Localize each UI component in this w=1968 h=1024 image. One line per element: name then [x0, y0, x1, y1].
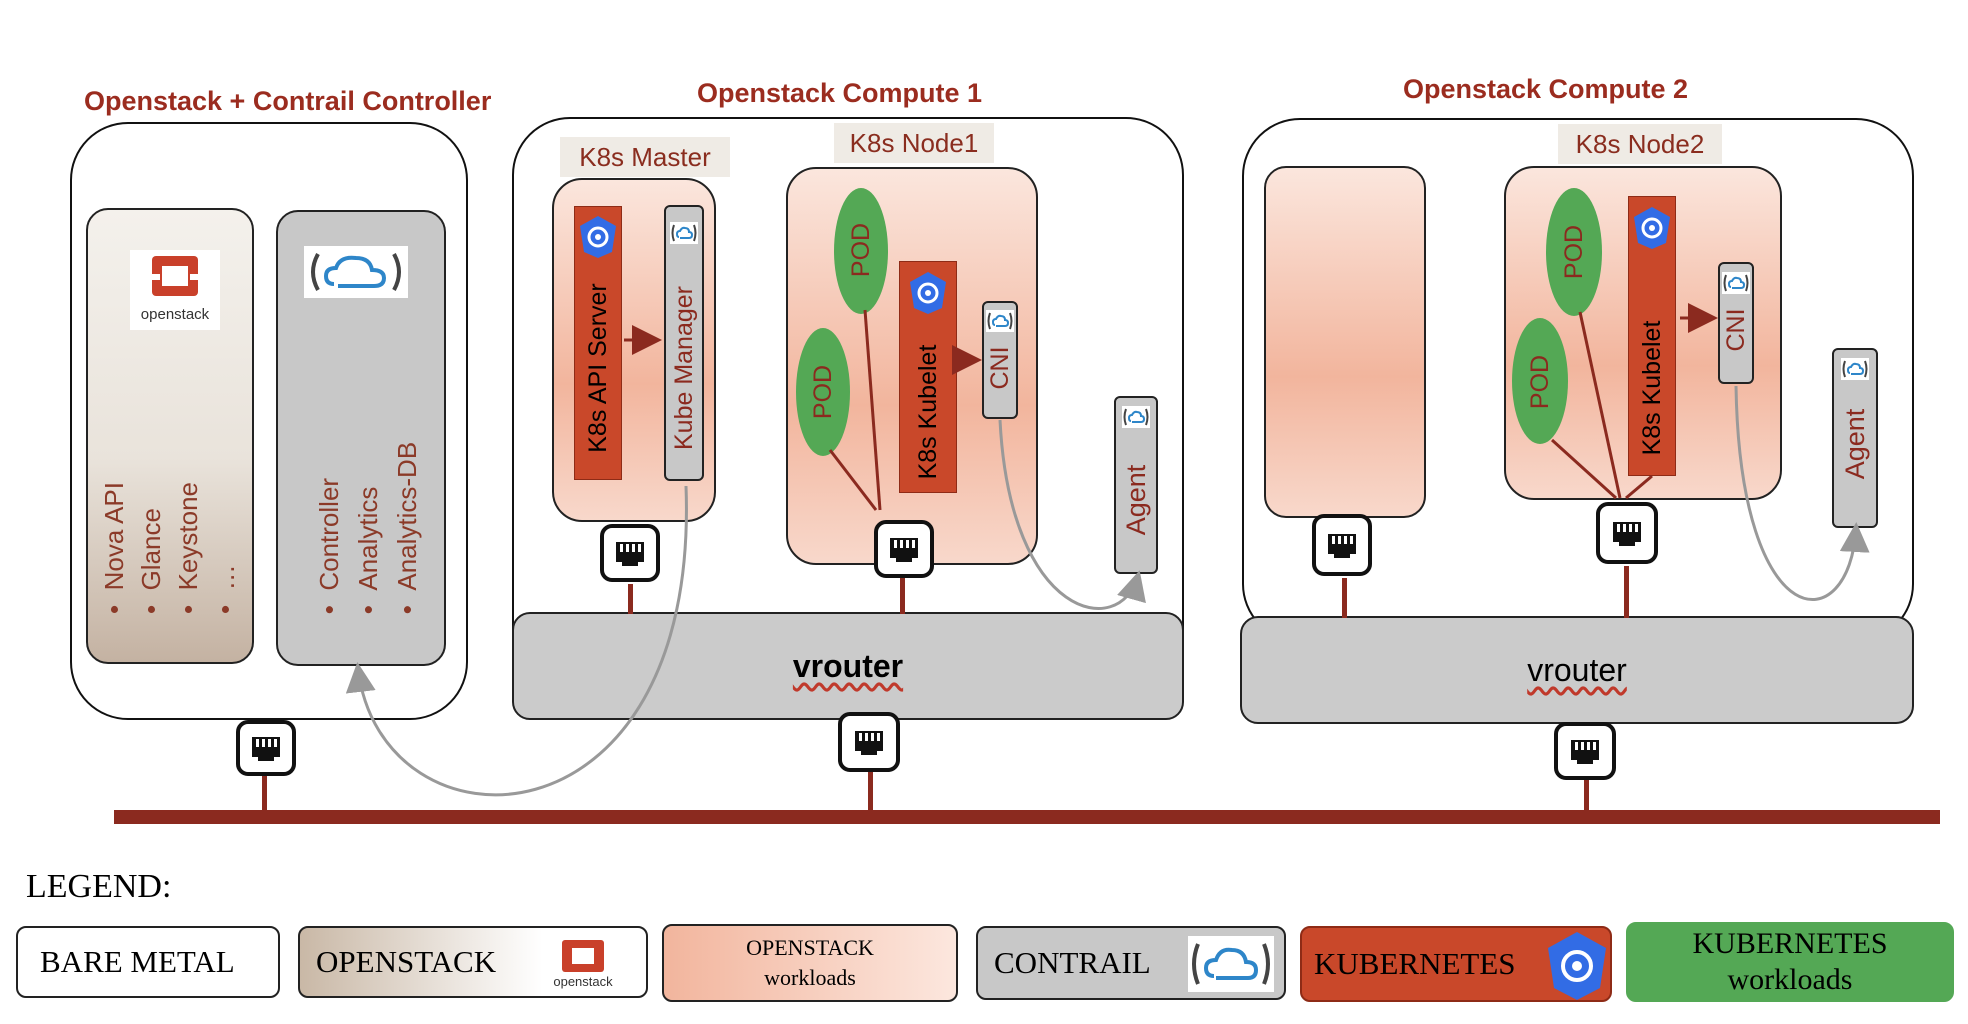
nic-compute2-vm	[1312, 514, 1372, 576]
contrail-mini-icon-2	[986, 310, 1014, 332]
legend-contrail: CONTRAIL	[976, 926, 1286, 1000]
openstack-icon	[562, 940, 604, 972]
agent-bar-compute2	[1832, 348, 1878, 528]
vrouter-compute1: vrouter	[512, 612, 1184, 720]
contrail-mini-icon-5	[1841, 358, 1869, 380]
pod-4	[1512, 318, 1568, 444]
k8s-helm-icon	[578, 214, 618, 260]
ethernet-port-icon	[1328, 534, 1356, 558]
pod-1	[834, 188, 888, 314]
cni-to-agent-arrow-compute1	[998, 419, 1146, 610]
legend-openstack: OPENSTACK openstack	[298, 926, 648, 998]
kubelet2-link	[1625, 474, 1653, 500]
kube-manager-bar	[664, 205, 704, 481]
nic-k8s-master	[600, 524, 660, 582]
ethernet-port-icon	[252, 737, 280, 761]
drop-master-nic	[628, 584, 633, 614]
contrail-icon	[987, 312, 1013, 330]
kubernetes-icon	[1548, 932, 1606, 1000]
legend-openstack-icon: openstack	[540, 936, 626, 992]
compute2-title: Openstack Compute 2	[1403, 74, 1689, 104]
ethernet-port-icon	[1613, 522, 1641, 546]
ethernet-port-icon	[616, 542, 644, 566]
legend-bare-metal: BARE METAL	[16, 926, 280, 998]
contrail-icon	[1842, 360, 1868, 378]
drop-controller	[262, 770, 267, 814]
drop-compute2	[1584, 780, 1589, 814]
contrail-logo	[304, 246, 408, 298]
legend-bare-metal-label: BARE METAL	[40, 944, 235, 979]
contrail-icon	[1123, 408, 1149, 426]
drop-vm2-nic	[1342, 578, 1347, 618]
vrouter-label-compute2: vrouter	[1527, 651, 1627, 688]
legend-contrail-label: CONTRAIL	[994, 945, 1151, 980]
drop-node2-nic	[1624, 566, 1629, 618]
legend-openstack-workloads: OPENSTACK workloads	[662, 924, 958, 1002]
legend-kubernetes: KUBERNETES	[1300, 926, 1612, 1002]
controller-title: Openstack + Contrail Controller	[84, 86, 492, 116]
vrouter-label-compute1: vrouter	[792, 647, 904, 684]
contrail-mini-icon-3	[1122, 406, 1150, 428]
contrail-icon	[671, 224, 697, 242]
pod-3	[1546, 188, 1602, 316]
pod-2	[796, 328, 850, 456]
k8s-helm-icon-node1	[908, 270, 948, 316]
legend-kubernetes-icon	[1546, 930, 1608, 1002]
legend-openstack-logo-text: openstack	[553, 974, 613, 989]
physical-network-bus	[114, 810, 1940, 824]
cni-to-agent-arrow-compute2	[1734, 385, 1870, 601]
k8s-node2-label: K8s Node2	[1558, 124, 1722, 164]
drop-compute1	[868, 772, 873, 814]
ethernet-port-icon	[855, 731, 883, 755]
pod3-link	[1578, 311, 1622, 499]
nic-controller	[236, 720, 296, 776]
manager-to-controller-arrow	[345, 485, 688, 797]
openstack-logo: openstack	[130, 250, 220, 330]
legend-kubernetes-label: KUBERNETES	[1314, 946, 1516, 981]
legend-heading: LEGEND:	[26, 868, 172, 905]
legend-kubernetes-workloads: KUBERNETES workloads	[1626, 922, 1954, 1002]
ethernet-port-icon	[890, 538, 918, 562]
vrouter-compute2: vrouter	[1240, 616, 1914, 724]
legend-openstack-workloads-label: OPENSTACK workloads	[746, 935, 874, 990]
drop-node1-nic	[900, 576, 905, 614]
pod1-link	[863, 309, 882, 511]
nic-compute1	[838, 712, 900, 772]
contrail-icon	[1192, 943, 1270, 985]
compute2-empty-vm	[1264, 166, 1426, 518]
legend-openstack-label: OPENSTACK	[316, 944, 497, 979]
k8s-master-label: K8s Master	[560, 137, 730, 177]
contrail-icon	[311, 253, 401, 291]
kubernetes-icon	[1634, 207, 1670, 249]
nic-k8s-node1	[874, 520, 934, 578]
contrail-mini-icon-4	[1722, 272, 1750, 294]
compute1-title: Openstack Compute 1	[697, 78, 983, 108]
nic-compute2	[1554, 722, 1616, 780]
kubernetes-icon	[910, 272, 946, 314]
openstack-logo-text: openstack	[140, 306, 210, 323]
pod2-link	[828, 449, 878, 511]
pod4-link	[1550, 438, 1618, 500]
ethernet-port-icon	[1571, 740, 1599, 764]
k8s-node1-label: K8s Node1	[834, 123, 994, 163]
legend-kubernetes-workloads-label: KUBERNETES workloads	[1692, 927, 1888, 996]
legend-contrail-icon	[1188, 936, 1274, 992]
kubernetes-icon	[580, 216, 616, 258]
contrail-mini-icon-1	[670, 222, 698, 244]
nic-k8s-node2	[1596, 502, 1658, 564]
k8s-helm-icon-node2	[1632, 205, 1672, 251]
openstack-icon	[152, 256, 198, 296]
contrail-icon	[1723, 274, 1749, 292]
